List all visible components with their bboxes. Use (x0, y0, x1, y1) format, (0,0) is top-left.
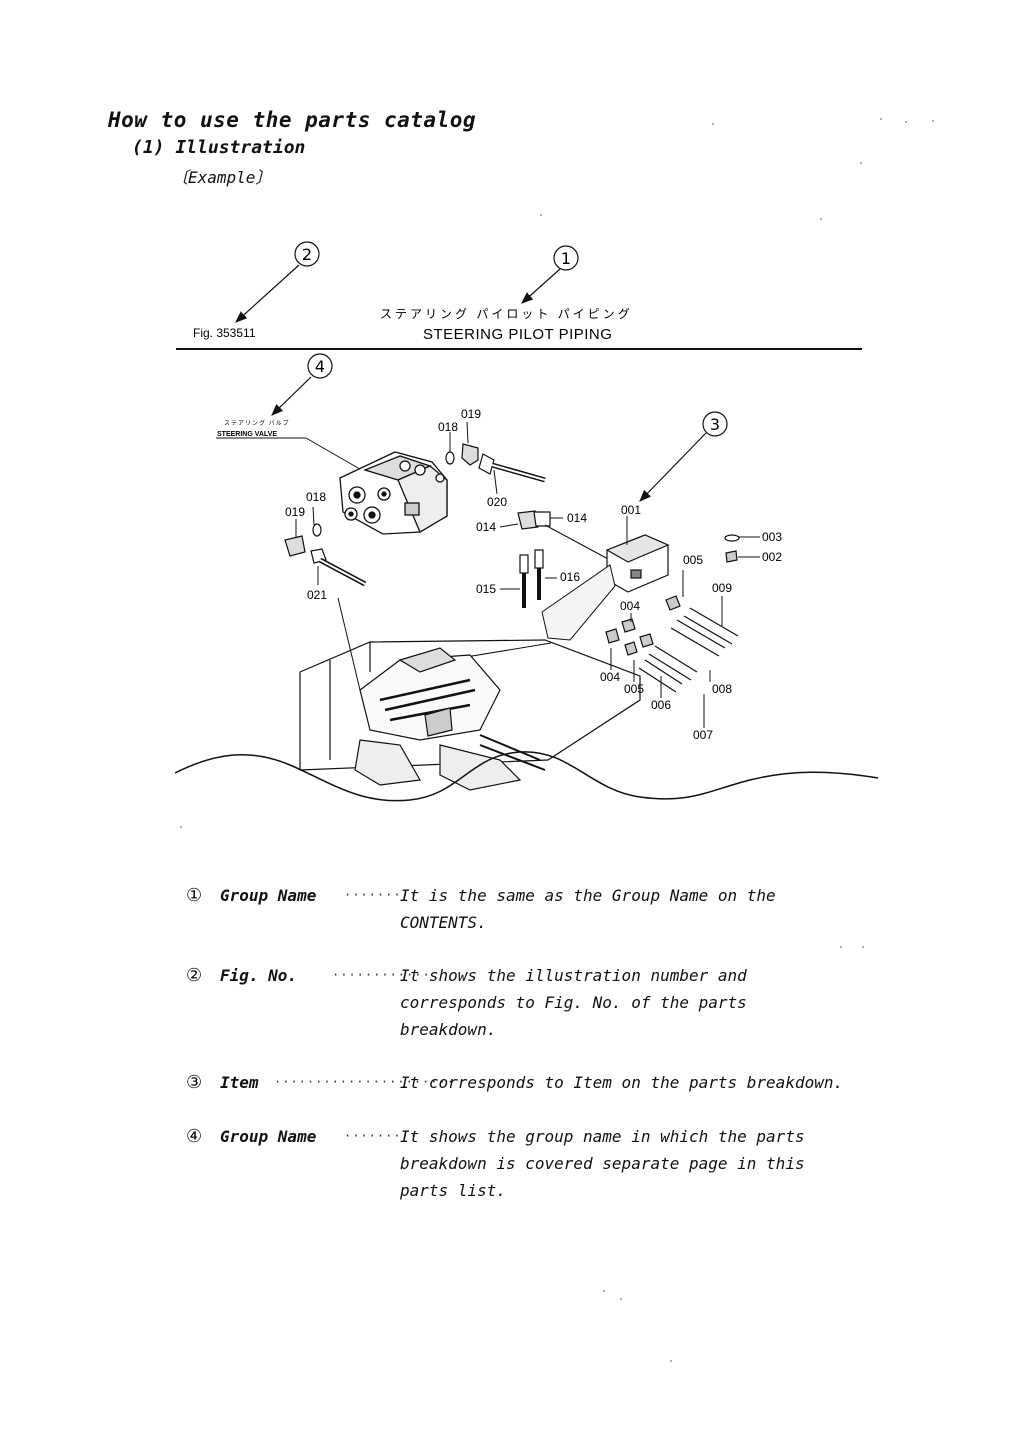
part-no-016: 016 (560, 570, 580, 584)
fig-number: Fig. 353511 (193, 326, 256, 340)
item-term: Group Name (220, 886, 317, 905)
part-no-002: 002 (762, 550, 782, 564)
callout-2: 2 (235, 241, 320, 323)
svg-text:2: 2 (302, 245, 312, 264)
item-description: It shows the illustration number and cor… (400, 966, 747, 1039)
scan-speck (860, 162, 862, 164)
svg-text:1: 1 (561, 249, 571, 268)
scan-speck (540, 214, 542, 216)
group-name-japanese: ステアリング パイロット パイピング (380, 307, 633, 321)
fittings-upper (445, 443, 546, 483)
sub-group-english: STEERING VALVE (217, 431, 277, 438)
scan-speck (712, 123, 714, 125)
scan-speck (905, 121, 907, 123)
scan-speck (932, 120, 934, 122)
svg-text:3: 3 (710, 415, 720, 434)
part-no-006: 006 (651, 698, 671, 712)
part-no-008: 008 (712, 682, 732, 696)
part-no-019: 019 (285, 505, 305, 519)
scan-speck (880, 118, 882, 120)
part-no-003: 003 (762, 530, 782, 544)
part-no-021: 021 (307, 588, 327, 602)
part-no-020: 020 (487, 495, 507, 509)
part-no-004: 004 (620, 599, 640, 613)
leader-lines (295, 421, 760, 728)
scan-speck (670, 1360, 672, 1362)
item-description: It is the same as the Group Name on the … (400, 886, 776, 932)
item-term: Group Name (220, 1127, 317, 1146)
item-term: Item (220, 1073, 259, 1092)
fittings-middle (517, 510, 611, 608)
example-label: 〔Example〕 (172, 168, 272, 187)
part-no-014: 014 (476, 520, 496, 534)
section-heading: (1) Illustration (132, 137, 306, 158)
bracket-drawing (605, 534, 670, 593)
example-illustration: 2 1 Fig. 353511 ステアリング パイロット パイピング STEER… (174, 241, 879, 802)
part-no-015: 015 (476, 582, 496, 596)
part-no-005: 005 (624, 682, 644, 696)
part-no-009: 009 (712, 581, 732, 595)
part-no-004: 004 (600, 670, 620, 684)
part-no-001: 001 (621, 503, 641, 517)
item-marker: ② (186, 965, 203, 986)
part-numbers: 001 002 003 004 004 005 005 006 007 008 … (285, 407, 782, 742)
machine-base-drawing (299, 639, 641, 791)
scan-speck (180, 826, 182, 828)
svg-text:4: 4 (315, 357, 325, 376)
leader-dots: ············ (332, 968, 431, 982)
part-no-018: 018 (306, 490, 326, 504)
leader-dots: ······················ (274, 1075, 455, 1089)
item-description: It corresponds to Item on the parts brea… (400, 1073, 844, 1092)
break-line (174, 751, 879, 802)
leader-dots: ········· (344, 888, 419, 902)
scan-speck (862, 946, 864, 948)
callout-3: 3 (639, 411, 728, 502)
callout-1: 1 (521, 245, 579, 304)
hoses-right (605, 595, 739, 693)
group-name-english: STEERING PILOT PIPING (423, 326, 612, 343)
part-no-014: 014 (567, 511, 587, 525)
scan-speck (840, 946, 842, 948)
plate-drawing (541, 564, 616, 641)
scan-speck (820, 218, 822, 220)
scan-speck (603, 1290, 605, 1292)
part-no-007: 007 (693, 728, 713, 742)
callout-4: 4 (271, 353, 333, 416)
item-description: It shows the group name in which the par… (400, 1127, 805, 1200)
part-no-019: 019 (461, 407, 481, 421)
item-marker: ① (186, 885, 203, 906)
leader-dots: ········· (344, 1129, 419, 1143)
fittings-left (284, 523, 367, 587)
steering-valve-drawing (339, 451, 448, 535)
sub-group-japanese: ステアリング バルブ (224, 419, 290, 427)
scan-speck (620, 1298, 622, 1300)
page-title: How to use the parts catalog (108, 108, 477, 132)
item-term: Fig. No. (220, 966, 298, 985)
item-marker: ③ (186, 1072, 203, 1093)
item-marker: ④ (186, 1126, 203, 1147)
part-no-005: 005 (683, 553, 703, 567)
part-no-018: 018 (438, 420, 458, 434)
